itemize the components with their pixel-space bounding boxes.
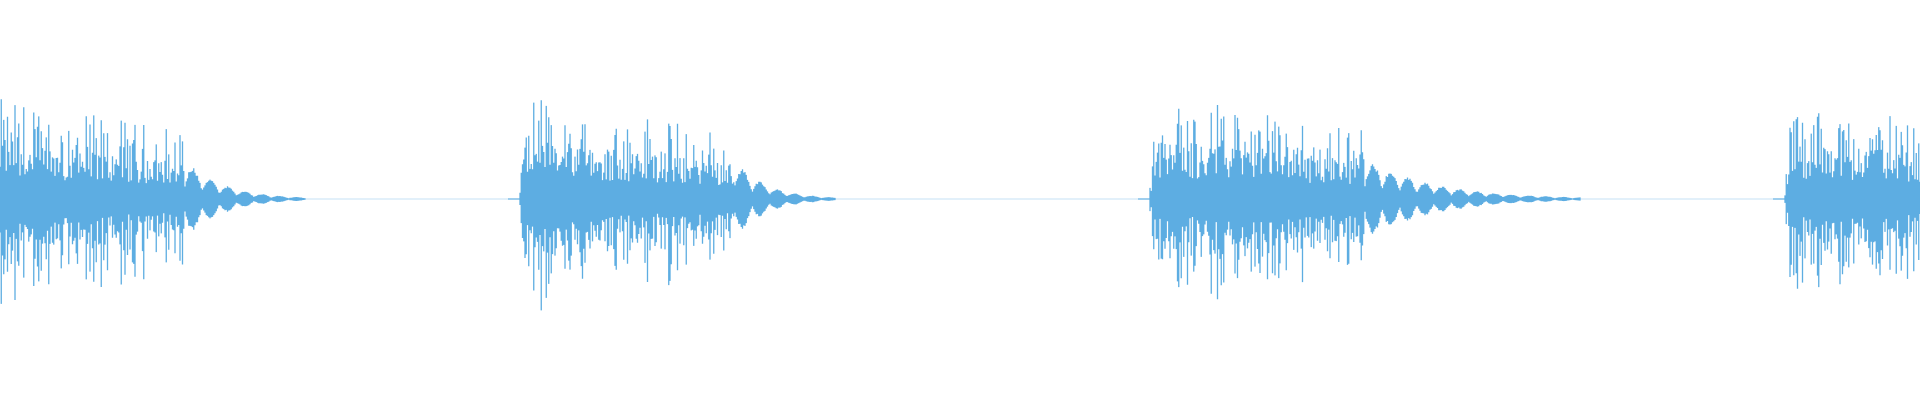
waveform-burst [1773, 113, 1920, 289]
waveform-burst-trace [519, 100, 836, 311]
waveform-burst [0, 99, 306, 304]
waveform-burst-trace [0, 99, 306, 304]
waveform-burst-trace [1784, 113, 1920, 289]
waveform-bursts [0, 99, 1920, 311]
waveform-burst [1138, 105, 1581, 300]
waveform-burst [508, 100, 836, 311]
waveform-burst-trace [1149, 105, 1581, 300]
